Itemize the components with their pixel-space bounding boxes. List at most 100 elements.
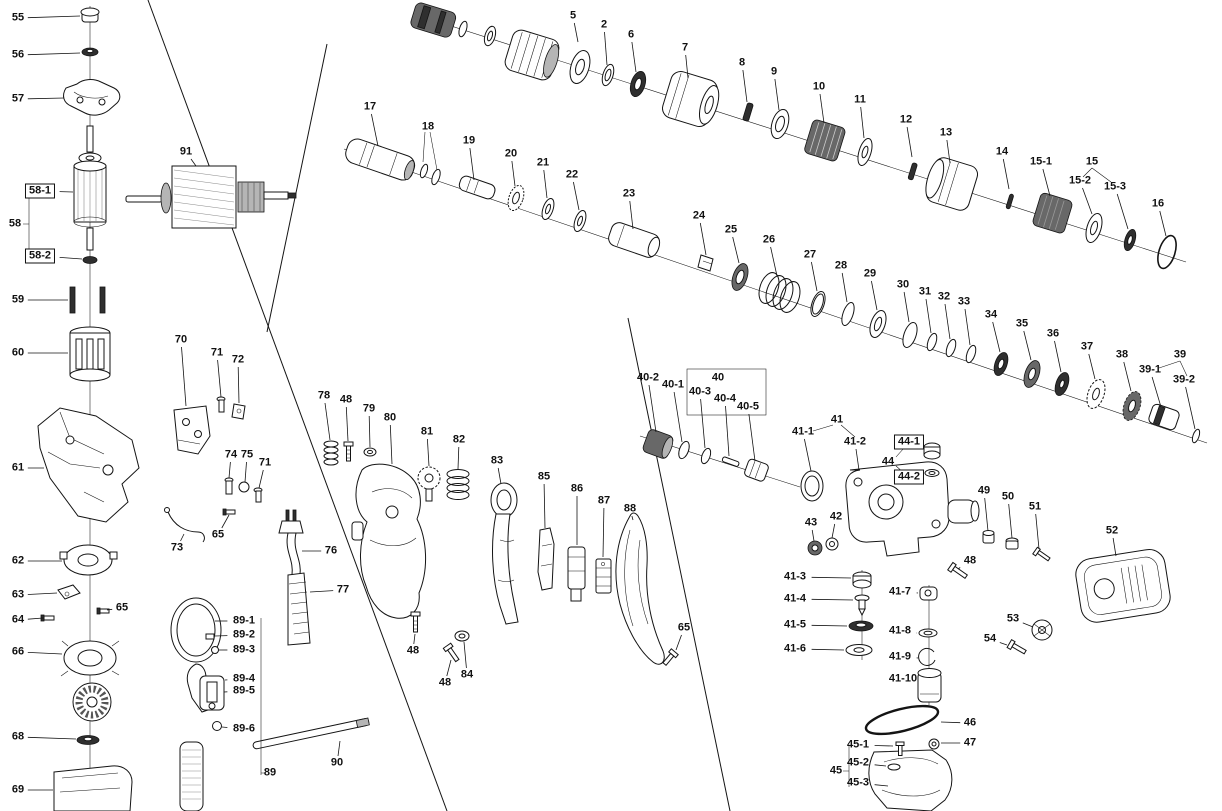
leader-line-40-4-95: [725, 405, 730, 457]
part-label-46-120: 46: [963, 716, 977, 729]
part-2-ring: [601, 63, 615, 87]
part-label-25-74: 25: [724, 223, 738, 236]
part-label-21-70: 21: [536, 156, 550, 169]
leader-line-40-3-94: [700, 398, 706, 449]
part-32-ring: [945, 338, 957, 358]
leader-line-51-105: [1035, 513, 1040, 550]
part-label-19-68: 19: [462, 134, 476, 147]
part-label-62-9: 62: [11, 554, 25, 567]
leader-line-52-106: [1112, 537, 1117, 557]
leader-line-14-60: [1002, 158, 1010, 190]
part-label-40-3-94: 40-3: [688, 385, 712, 398]
part-7-clutch-housing: [662, 71, 720, 127]
part-54-screw: [1006, 638, 1027, 655]
part-label-40-1-92: 40-1: [661, 378, 685, 391]
part-label-29-78: 29: [863, 267, 877, 280]
part-label-8-54: 8: [738, 56, 746, 69]
leader-line-73-27: [180, 533, 185, 542]
leader-line-41-6-113: [811, 648, 845, 651]
leader-line-90-45: [337, 740, 341, 757]
part-29-washer: [869, 310, 887, 338]
assembly-axes: [89, 6, 1208, 798]
part-14-pin: [1005, 193, 1014, 210]
part-label-41-9-116: 41-9: [888, 650, 912, 663]
leader-line-15-1-61: [1042, 168, 1051, 197]
leader-line-41-1-98: [804, 438, 812, 472]
part-label-34-83: 34: [984, 308, 998, 321]
leader-line-91-15: [190, 158, 197, 167]
part-label-50-104: 50: [1001, 490, 1015, 503]
leader-line-17-66: [371, 113, 379, 147]
leader-line-50-104: [1008, 503, 1013, 539]
leader-lines: [27, 15, 1196, 791]
part-label-79-21: 79: [362, 402, 376, 415]
part-label-82-29: 82: [452, 433, 466, 446]
part-label-26-75: 26: [762, 233, 776, 246]
part-label-45-2-124: 45-2: [846, 756, 870, 769]
leader-line-75-24: [244, 461, 247, 483]
part-28-ring: [841, 302, 855, 326]
leader-line-77-32: [309, 590, 334, 593]
leader-line-23-72: [629, 200, 634, 230]
part-89-hook-assembly: [170, 597, 225, 811]
part-77-cord-guard: [287, 572, 311, 646]
part-24-clip: [697, 254, 714, 272]
part-72-clip: [231, 403, 246, 420]
part-label-15-62: 15: [1085, 155, 1099, 168]
leader-line-48-20: [345, 406, 349, 442]
part-label-39-1-89: 39-1: [1138, 363, 1162, 376]
leader-line-21-70: [543, 169, 548, 199]
leader-line-80-22: [389, 424, 393, 465]
leader-line-42-108: [831, 523, 836, 539]
part-label-89-5-42: 89-5: [232, 684, 256, 697]
part-label-2-51: 2: [600, 18, 608, 31]
leader-line-7-53: [685, 54, 689, 79]
part-label-83-30: 83: [490, 454, 504, 467]
part-label-89-44: 89: [263, 766, 277, 779]
part-43-grommet: [807, 540, 823, 556]
part-39-2-washer: [1191, 428, 1201, 444]
part-79-washer: [363, 447, 377, 457]
part-label-41-5-112: 41-5: [783, 618, 807, 631]
part-chuck-sleeve: [410, 2, 457, 38]
part-69-handle-housing: [53, 765, 133, 811]
leader-line-45-1-122: [874, 745, 894, 747]
part-label-58-2-5: 58-2: [24, 248, 56, 264]
part-label-89-2-39: 89-2: [232, 628, 256, 641]
part-41-7-pin: [919, 586, 938, 601]
leader-line-58-2-5: [59, 257, 83, 260]
part-34-ring: [993, 352, 1009, 376]
leader-line-26-75: [770, 246, 778, 277]
part-label-48-109: 48: [963, 554, 977, 567]
part-label-49-103: 49: [977, 484, 991, 497]
part-label-17-66: 17: [363, 100, 377, 113]
leader-line-30-79: [903, 291, 910, 323]
part-48d-screw: [947, 561, 969, 580]
part-17-cylinder-shaft: [345, 138, 416, 181]
leader-line-66-12: [27, 652, 63, 655]
part-label-51-105: 51: [1028, 500, 1042, 513]
leader-line-19-68: [469, 147, 475, 181]
part-label-71-17: 71: [210, 346, 224, 359]
part-57-bracket: [63, 79, 121, 116]
leader-line-11-57: [860, 106, 865, 139]
part-40-3-ring: [700, 447, 712, 465]
part-label-69-14: 69: [11, 783, 25, 796]
part-21-ring: [541, 197, 555, 221]
part-label-15-2-63: 15-2: [1068, 174, 1092, 187]
part-51-screw: [1032, 546, 1051, 562]
part-41-1-oring: [800, 470, 824, 502]
part-44-cap-set: [923, 442, 941, 477]
part-37-gear: [1086, 379, 1106, 409]
part-40-5-sleeve: [744, 458, 769, 482]
part-26-spring: [758, 272, 801, 313]
part-label-41-10-117: 41-10: [888, 672, 918, 685]
part-label-55-0: 55: [11, 11, 25, 24]
part-label-64-11: 64: [11, 613, 25, 626]
part-42-ring: [825, 537, 839, 551]
part-70-switch-bracket: [173, 405, 211, 455]
part-31-ring: [926, 332, 938, 352]
leader-line-63-10: [27, 592, 58, 595]
leader-line-48-46: [413, 633, 416, 645]
part-label-31-80: 31: [918, 285, 932, 298]
